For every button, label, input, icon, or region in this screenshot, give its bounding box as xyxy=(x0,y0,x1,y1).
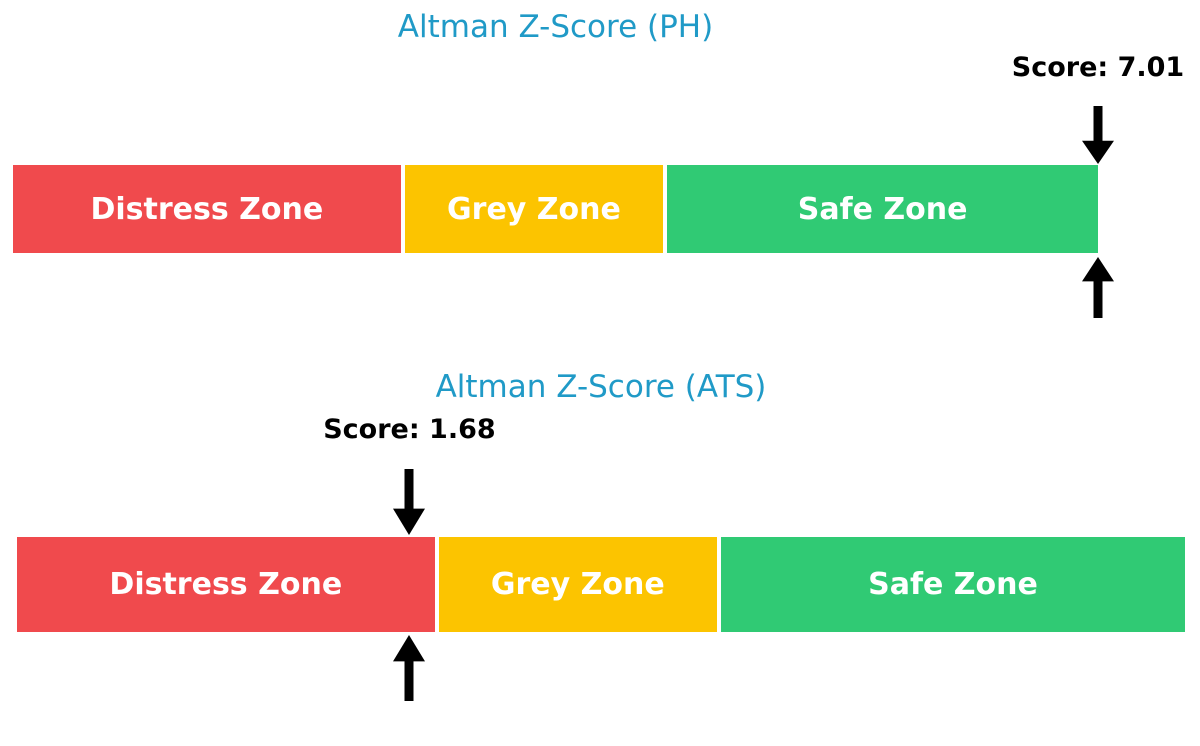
chart-title: Altman Z-Score (ATS) xyxy=(435,369,767,405)
zone-grey: Grey Zone xyxy=(404,165,664,253)
chart-title: Altman Z-Score (PH) xyxy=(397,9,714,45)
zone-label: Safe Zone xyxy=(797,191,968,227)
zone-safe: Safe Zone xyxy=(667,165,1098,253)
zone-grey: Grey Zone xyxy=(438,537,717,632)
zone-label: Distress Zone xyxy=(90,191,324,227)
zone-label: Distress Zone xyxy=(109,567,343,602)
score-arrow-up-icon xyxy=(1081,257,1115,318)
score-arrow-up-icon xyxy=(392,635,426,701)
zone-safe: Safe Zone xyxy=(721,537,1185,632)
zone-bar: Distress Zone Grey Zone Safe Zone xyxy=(17,537,1185,632)
zone-distress: Distress Zone xyxy=(13,165,401,253)
score-arrow-down-icon xyxy=(392,469,426,535)
zone-label: Safe Zone xyxy=(868,567,1038,602)
score-arrow-down-icon xyxy=(1081,106,1115,164)
score-label: Score: 7.01 xyxy=(1011,52,1185,83)
zone-distress: Distress Zone xyxy=(17,537,435,632)
zone-label: Grey Zone xyxy=(447,191,621,227)
score-label: Score: 1.68 xyxy=(323,414,496,445)
zone-label: Grey Zone xyxy=(490,567,665,602)
zone-bar: Distress Zone Grey Zone Safe Zone xyxy=(13,165,1098,253)
